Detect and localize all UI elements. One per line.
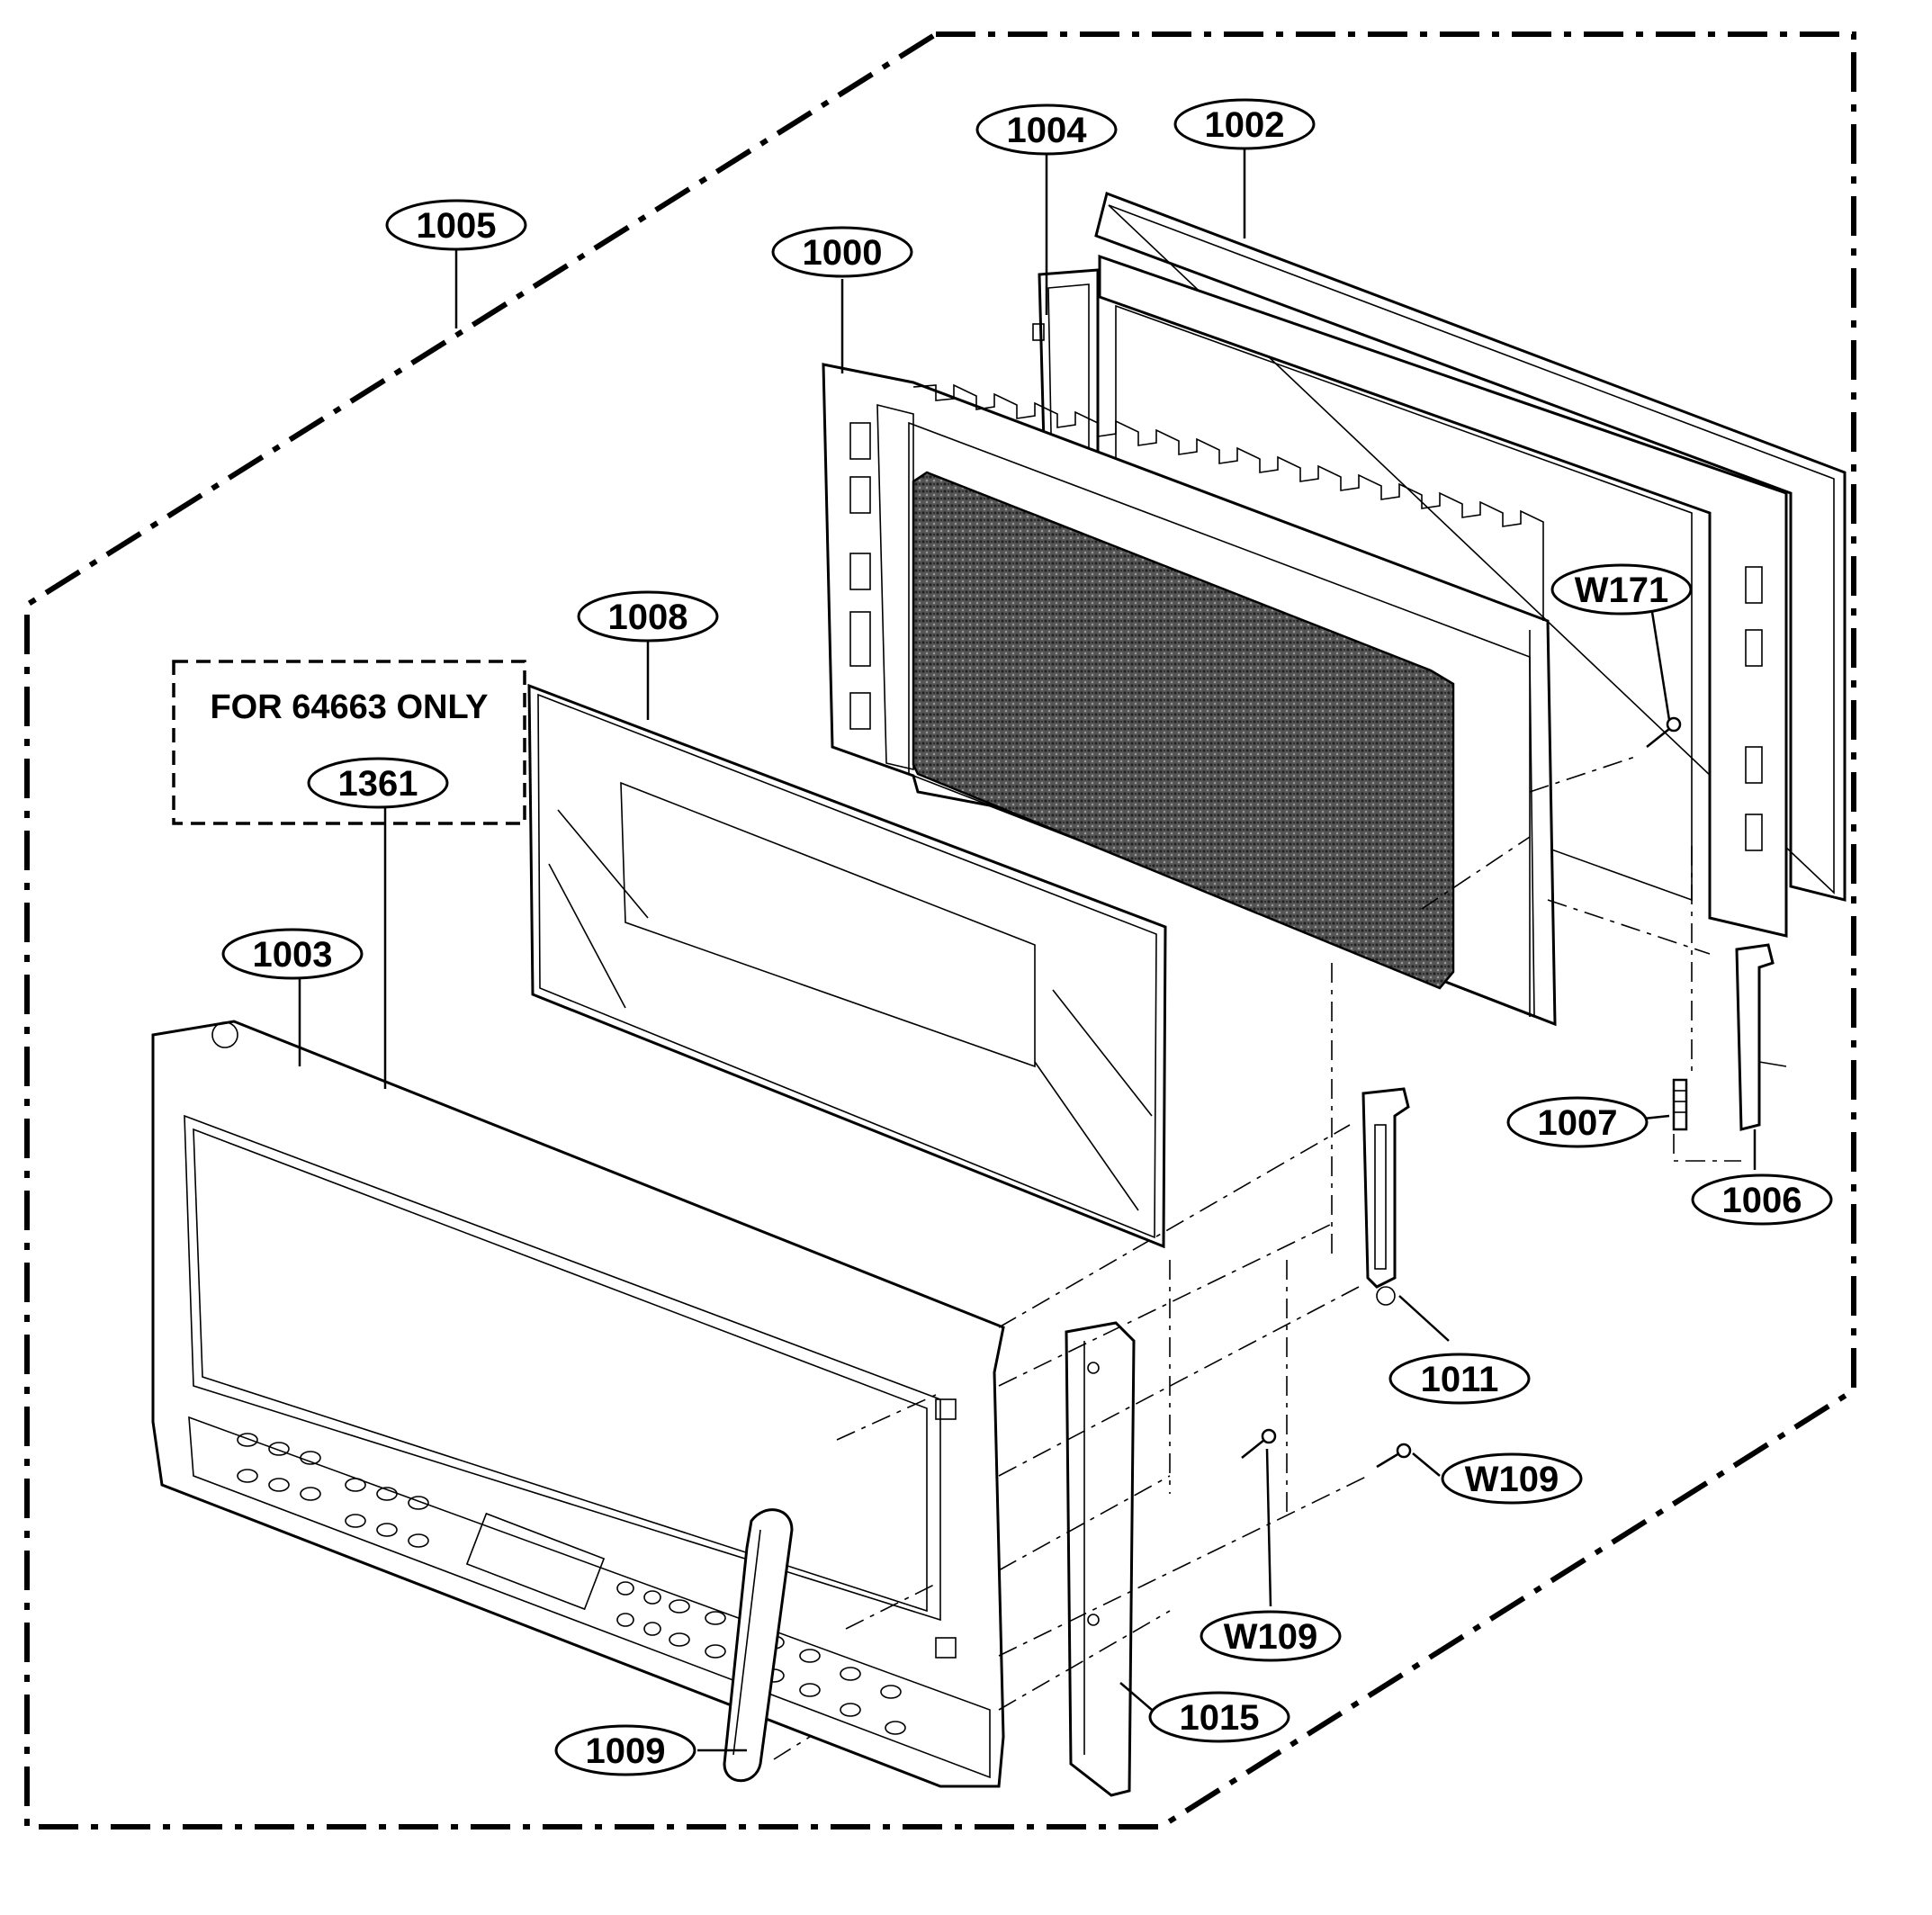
- callout-1009: 1009: [554, 1724, 696, 1776]
- callout-1006: 1006: [1691, 1173, 1833, 1226]
- part-1009-door-handle: [723, 1508, 794, 1783]
- callout-W109-center: W109: [1200, 1610, 1342, 1662]
- callout-label: 1008: [608, 598, 688, 637]
- leader-lines: [298, 146, 1757, 1752]
- callout-1005: 1005: [385, 199, 527, 251]
- model-note-box: FOR 64663 ONLY: [172, 660, 526, 825]
- callout-label: 1002: [1205, 105, 1285, 145]
- callout-1011: 1011: [1388, 1353, 1531, 1405]
- callout-1003: 1003: [221, 928, 364, 980]
- note-text: FOR 64663 ONLY: [210, 688, 488, 726]
- callout-label: 1000: [803, 233, 883, 273]
- callout-label: 1361: [338, 764, 418, 804]
- part-1000-inner-door-frame: [822, 363, 1557, 1027]
- callout-1002: 1002: [1173, 98, 1316, 150]
- callout-label: W109: [1465, 1460, 1559, 1499]
- callout-label: 1011: [1421, 1360, 1499, 1399]
- callout-W171: W171: [1550, 563, 1693, 616]
- callout-1008: 1008: [577, 590, 719, 643]
- part-1007-spring: [1672, 1078, 1688, 1131]
- part-1008-door-glass-panel: [527, 683, 1167, 1249]
- part-1011-latch-lever: [1361, 1087, 1410, 1306]
- callout-1000: 1000: [771, 226, 913, 278]
- callout-label: 1003: [253, 935, 333, 975]
- assembly-centerlines: [773, 755, 1741, 1760]
- callout-label: 1009: [586, 1731, 666, 1771]
- screw-W171: [1646, 716, 1682, 748]
- part-1003-front-door-panel: [151, 1020, 1005, 1788]
- callout-label: 1006: [1722, 1181, 1802, 1220]
- callout-label: W171: [1575, 571, 1669, 610]
- callout-label: 1004: [1007, 111, 1088, 150]
- screw-W109-right: [1376, 1443, 1412, 1469]
- callout-1004: 1004: [975, 103, 1118, 156]
- assembly-boundary: [24, 31, 1856, 1830]
- part-1006-latch-hook: [1735, 943, 1787, 1131]
- callout-W109-right: W109: [1441, 1452, 1583, 1505]
- callout-1007: 1007: [1506, 1096, 1649, 1148]
- part-1015-side-trim: [1065, 1321, 1136, 1797]
- callout-1361: 1361: [307, 757, 449, 809]
- callout-label: 1007: [1538, 1103, 1618, 1143]
- screw-W109-center: [1241, 1428, 1277, 1459]
- callout-label: W109: [1224, 1617, 1318, 1657]
- callout-label: 1005: [417, 206, 497, 246]
- callout-label: 1015: [1180, 1698, 1260, 1738]
- callout-1015: 1015: [1148, 1691, 1290, 1743]
